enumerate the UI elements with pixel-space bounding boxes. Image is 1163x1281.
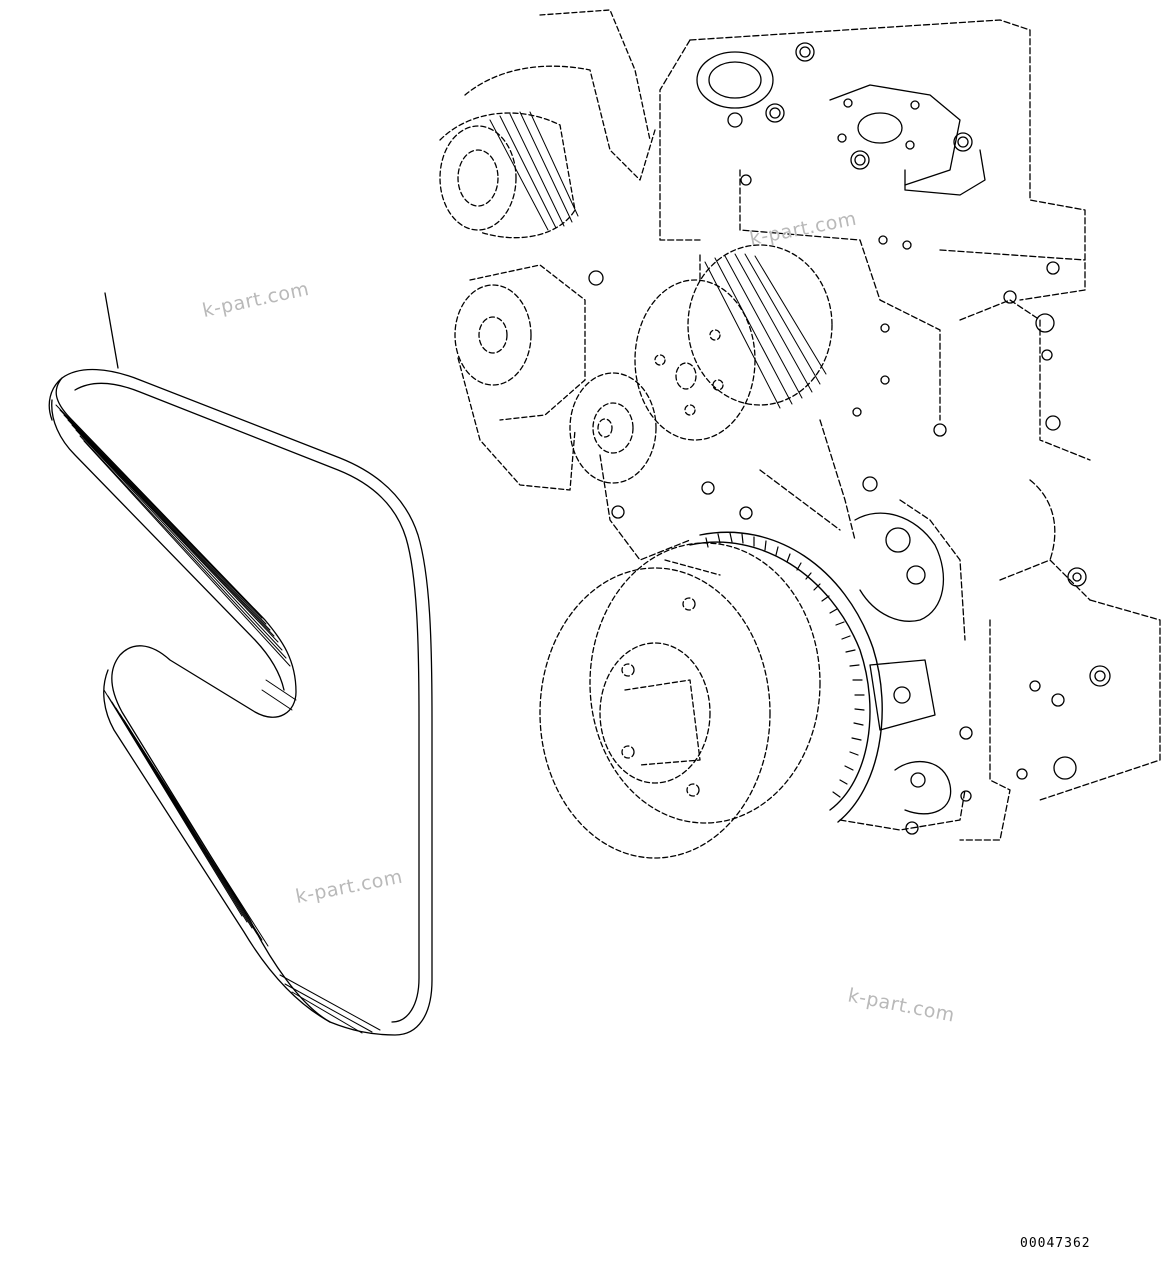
- drawing-number: 00047362: [1020, 1236, 1091, 1251]
- tensioner-pulley: [454, 264, 586, 491]
- drive-belt: [48, 368, 433, 1036]
- alternator: [439, 9, 656, 239]
- front-cover-details: [696, 51, 986, 815]
- tone-wheel: [689, 531, 883, 823]
- water-pump-pulley: [634, 244, 833, 441]
- engine-block: [599, 19, 1161, 841]
- bolts: [588, 42, 1111, 835]
- idler-pulley: [569, 372, 657, 484]
- crankshaft-pulley: [539, 542, 821, 859]
- leader-line: [104, 292, 119, 369]
